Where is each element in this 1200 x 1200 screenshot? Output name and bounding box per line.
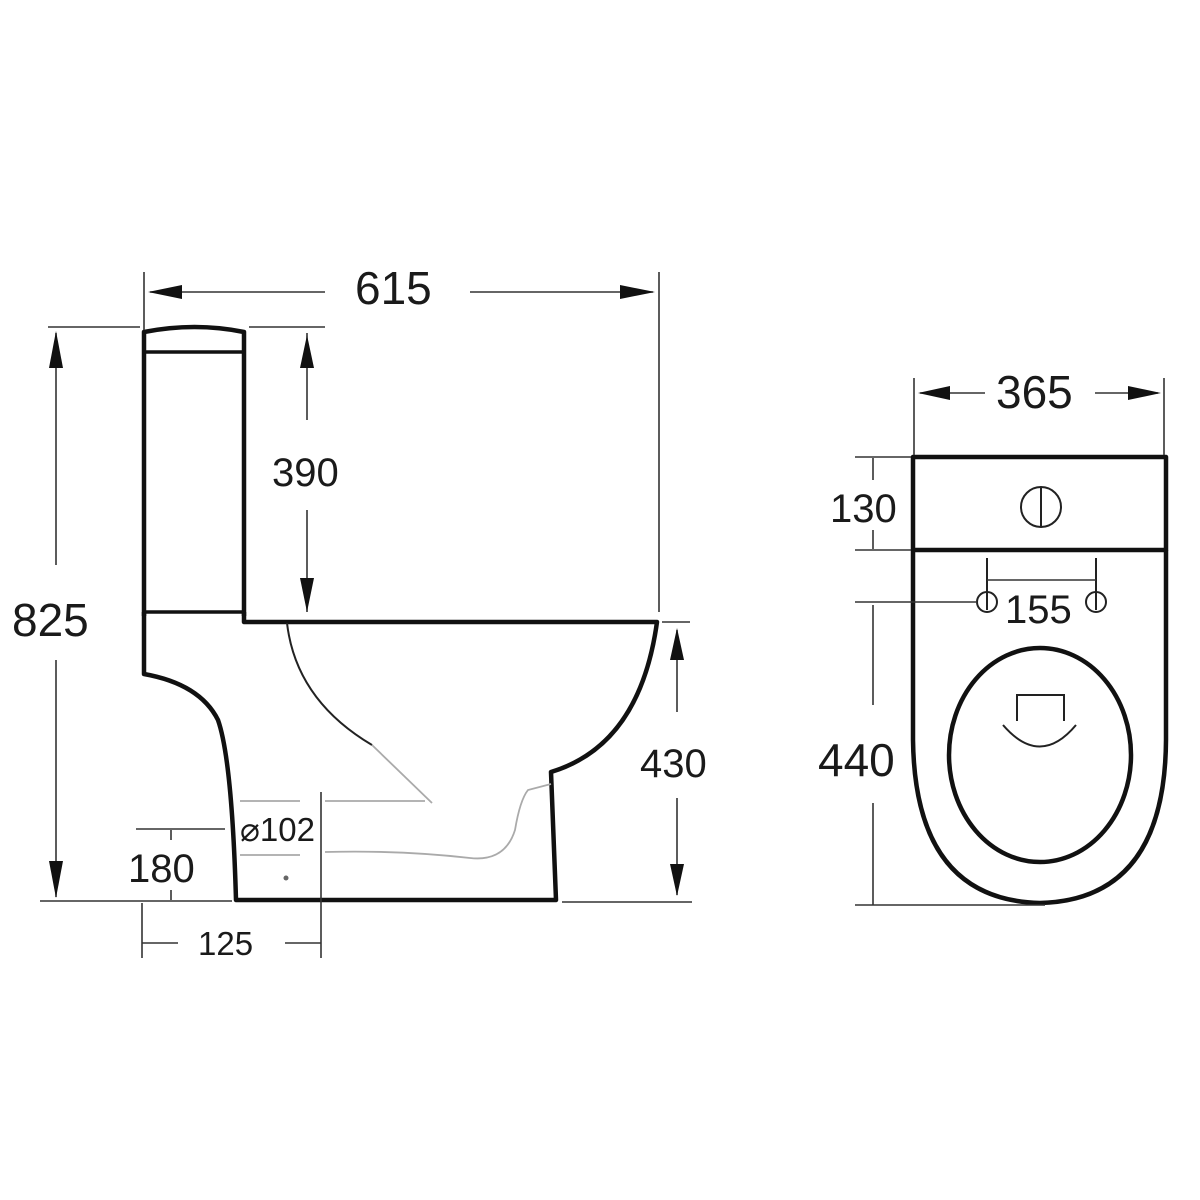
dim-outlet-height: 180 (128, 847, 195, 891)
dim-bowl-length: 440 (818, 734, 895, 786)
dim-cistern-height: 390 (272, 451, 339, 495)
dim-overall-length: 615 (355, 262, 432, 314)
bowl-trap-hidden (371, 744, 433, 804)
dim-outlet-setback: 125 (198, 925, 253, 962)
outlet-centre-dot (283, 875, 289, 881)
cistern-outline (141, 324, 247, 616)
dim-outlet-diameter: ⌀102 (240, 811, 315, 848)
top-pan-outline (910, 550, 1169, 906)
side-view: 615 825 390 430 180 125 (12, 262, 707, 962)
flow-direction-icon (1002, 694, 1077, 748)
dim-cistern-depth: 130 (830, 487, 897, 531)
top-view: 155 365 130 440 (818, 366, 1169, 906)
seat-oval (946, 645, 1134, 865)
bowl-inner-curve (286, 622, 373, 746)
dim-seat-fixing-centres: 155 (1005, 588, 1072, 632)
dim-overall-width: 365 (996, 366, 1073, 418)
dim-overall-height: 825 (12, 594, 89, 646)
dim-seat-height: 430 (640, 742, 707, 786)
pan-outline (141, 612, 660, 903)
trapway-hidden (324, 783, 552, 860)
top-cistern-outline (910, 454, 1169, 553)
